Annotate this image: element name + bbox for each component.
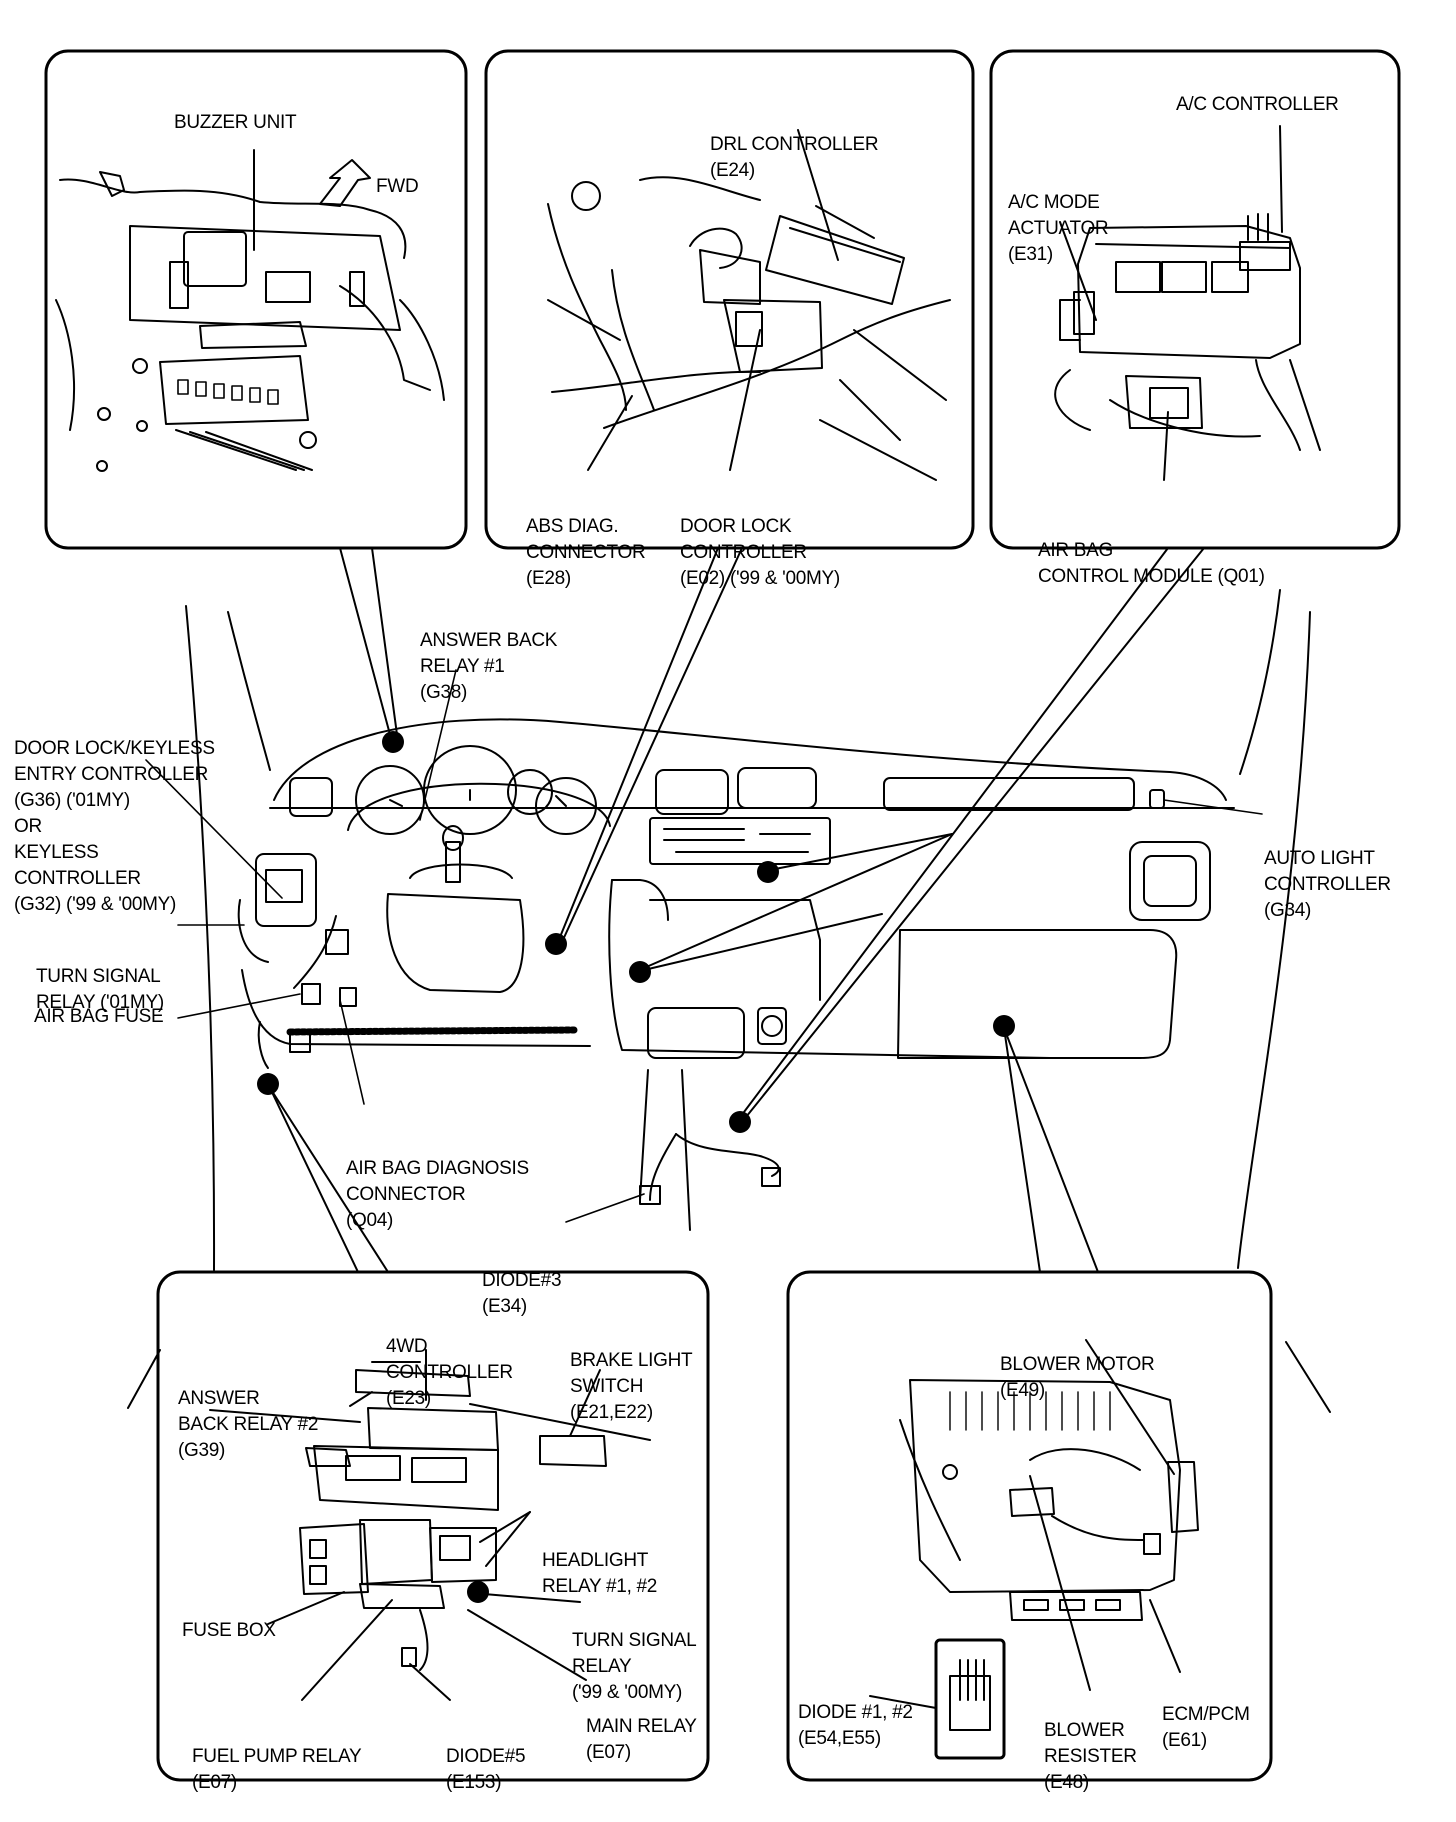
diode-5-label: DIODE#5(E153) [446, 1746, 526, 1793]
panel-ac-controller [989, 49, 1401, 550]
drl-controller-drawing [547, 129, 951, 481]
main-relay-label: MAIN RELAY(E07) [586, 1716, 697, 1763]
callout-dots [257, 731, 1015, 1133]
drl-controller-label: DRL CONTROLLER(E24) [710, 134, 879, 181]
ecm-pcm-label: ECM/PCM(E61) [1162, 1704, 1250, 1751]
blower-motor-drawing [869, 1339, 1199, 1760]
dashboard-drawing [127, 589, 1331, 1413]
buzzer-unit-drawing [55, 149, 445, 472]
label-leaders [145, 669, 1263, 1223]
diode-1-2-label: DIODE #1, #2(E54,E55) [798, 1702, 913, 1749]
air-bag-fuse-label: AIR BAG FUSE [34, 1006, 164, 1027]
abs-diag-connector-label: ABS DIAG.CONNECTOR(E28) [526, 516, 646, 589]
panel-buzzer-unit [44, 49, 468, 550]
ac-controller-label: A/C CONTROLLER [1176, 94, 1339, 115]
diode-3-label: DIODE#3(E34) [482, 1270, 562, 1317]
ac-controller-drawing [1054, 125, 1321, 481]
panel-blower-motor [786, 1270, 1273, 1782]
fuel-pump-relay-label: FUEL PUMP RELAY(E07) [192, 1746, 362, 1793]
fwd-label: FWD [376, 176, 419, 197]
fuse-box-label: FUSE BOX [182, 1620, 276, 1641]
blower-motor-label: BLOWER MOTOR(E49) [1000, 1354, 1155, 1401]
buzzer-unit-label: BUZZER UNIT [174, 112, 297, 133]
relay-box-drawing [209, 1349, 651, 1701]
panel-relay-box [156, 1270, 710, 1782]
panel-drl-controller [484, 49, 975, 550]
